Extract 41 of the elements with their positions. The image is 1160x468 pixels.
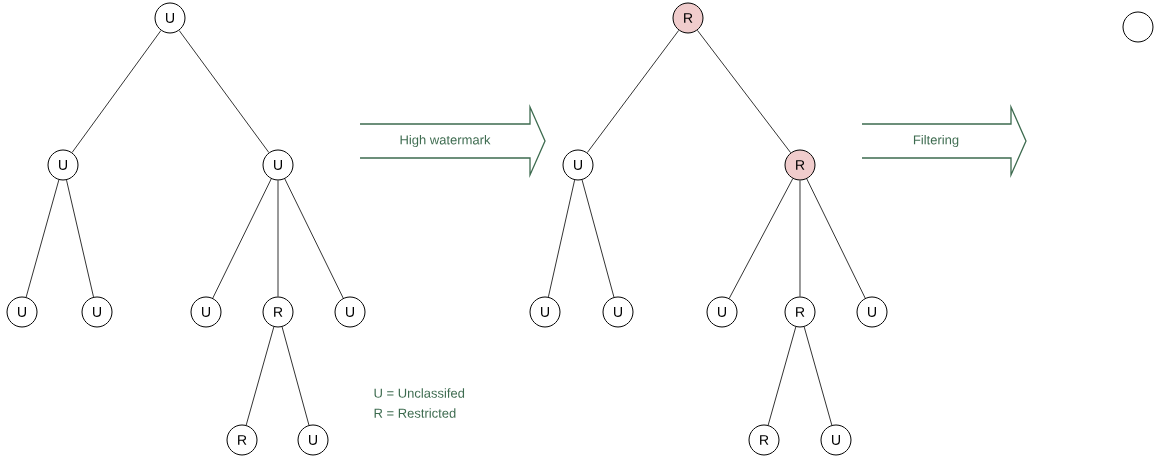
circle-node: U <box>334 296 366 328</box>
circle-node: U <box>81 296 113 328</box>
legend-text: U = Unclassifed <box>374 388 465 398</box>
circle-node: U <box>190 296 222 328</box>
tree-line <box>245 326 275 426</box>
circle-node: U <box>820 424 852 456</box>
legend-text: R = Restricted <box>374 408 456 418</box>
circle-node: U <box>262 149 294 181</box>
tree-line <box>806 178 866 299</box>
tree-line <box>581 179 615 298</box>
circle-node: U <box>856 296 888 328</box>
circle-node: U <box>154 2 186 34</box>
circle-node: U <box>297 424 329 456</box>
tree-line <box>728 178 794 299</box>
tree-line <box>284 178 344 299</box>
circle-node: U <box>47 149 79 181</box>
tree-line <box>66 179 94 298</box>
circle-node: R <box>784 296 816 328</box>
tree-line <box>799 180 801 297</box>
tree-line <box>277 180 279 297</box>
empty-circle <box>1122 11 1154 43</box>
circle-node: U <box>602 296 634 328</box>
circle-node: U <box>529 296 561 328</box>
tree-line <box>212 178 272 299</box>
tree-line <box>586 30 680 153</box>
circle-node: R <box>784 149 816 181</box>
circle-node: U <box>706 296 738 328</box>
circle-node: R <box>262 296 294 328</box>
tree-line <box>25 179 60 298</box>
circle-node: U <box>6 296 38 328</box>
circle-node: R <box>748 424 780 456</box>
tree-line <box>697 29 791 154</box>
circle-node: R <box>672 2 704 34</box>
tree-line <box>281 326 310 426</box>
tree-line <box>71 30 162 153</box>
tree-line <box>803 326 833 426</box>
tree-line <box>767 326 797 426</box>
circle-node: R <box>226 424 258 456</box>
tree-line <box>548 179 575 298</box>
circle-node: U <box>562 149 594 181</box>
tree-line <box>178 30 270 153</box>
